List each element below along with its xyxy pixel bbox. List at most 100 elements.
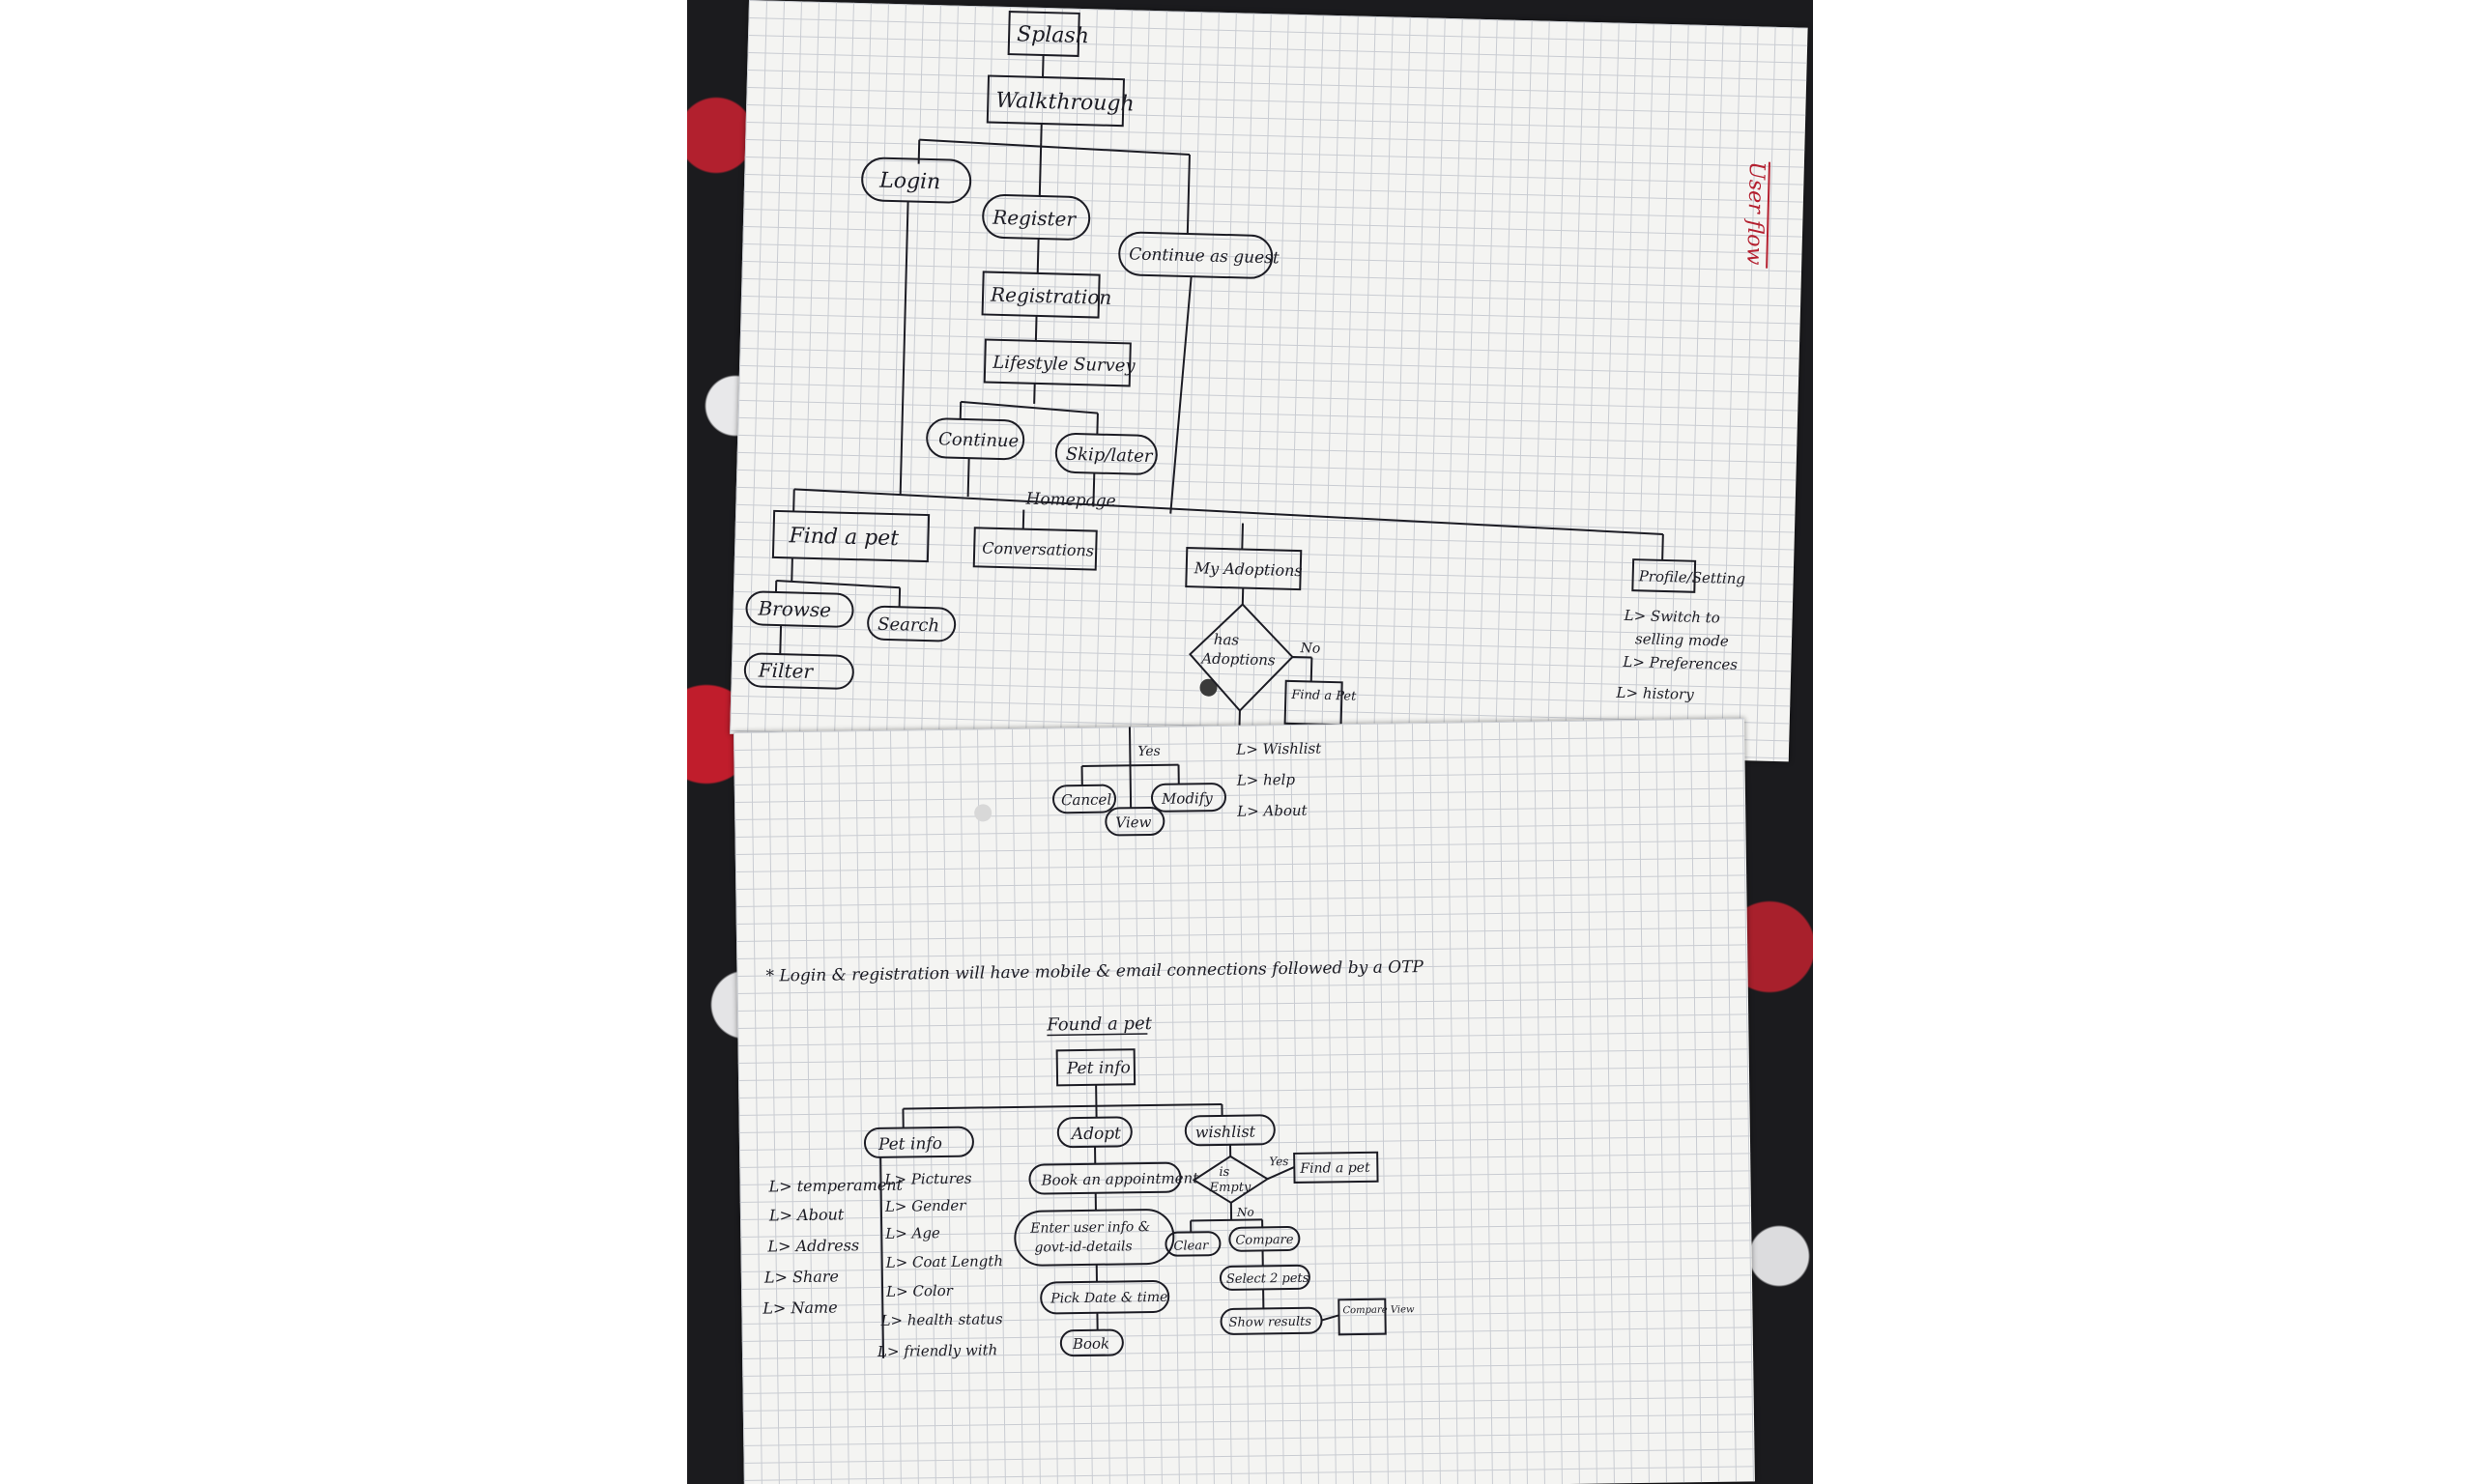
select-pets-node <box>1219 1264 1310 1291</box>
profile-node <box>1631 558 1697 593</box>
view-node <box>1105 806 1165 837</box>
user-flow-title: User flow <box>1741 161 1769 266</box>
profile-item-1: L> Switch to <box>1623 607 1720 627</box>
find-pet-label: Find a pet <box>788 524 899 551</box>
registration-label: Registration <box>990 283 1112 309</box>
select-pets-label: Select 2 pets <box>1226 1271 1309 1287</box>
filter-label: Filter <box>758 658 815 683</box>
browse-node <box>745 590 854 628</box>
profile-item-6: L> help <box>1236 771 1296 789</box>
filter-node <box>743 652 854 690</box>
book-label: Book <box>1072 1335 1109 1354</box>
search-node <box>867 605 957 642</box>
compare-view-node <box>1338 1298 1387 1336</box>
lifestyle-label: Lifestyle Survey <box>992 353 1136 377</box>
search-label: Search <box>877 614 940 637</box>
conversations-label: Conversations <box>982 539 1094 560</box>
continue-node <box>926 417 1025 461</box>
profile-item-5: L> Wishlist <box>1235 739 1322 757</box>
walkthrough-node <box>986 74 1126 128</box>
user-flow-diagram: User flow Splash Walkthrough Login Regis… <box>743 11 1770 748</box>
is-label: is <box>1219 1165 1229 1180</box>
pet-info-item-5: L> Color <box>885 1282 954 1300</box>
compare-label: Compare <box>1235 1233 1294 1248</box>
wishlist-node <box>1184 1114 1276 1147</box>
found-a-pet-diagram: Yes Cancel Modify View L> Wishlist L> he… <box>762 727 1424 1360</box>
cancel-label: Cancel <box>1061 791 1112 810</box>
show-results-label: Show results <box>1228 1315 1311 1330</box>
pet-info-box-label: Pet info <box>1066 1058 1131 1078</box>
adopt-node <box>1056 1116 1133 1149</box>
profile-item-4: L> history <box>1615 684 1694 703</box>
homepage-label: Homepage <box>1024 490 1116 511</box>
is-empty-decision <box>1192 1155 1270 1205</box>
pet-info-item-6: L> health status <box>879 1310 1003 1329</box>
pet-info-label: Pet info <box>877 1134 942 1155</box>
compare-node <box>1228 1226 1301 1252</box>
compare-view-label: Compare View <box>1342 1304 1415 1316</box>
pet-info-node <box>863 1126 974 1158</box>
adoptions-label: Adoptions <box>1199 649 1276 669</box>
find-a-pet-label: Find a pet <box>1299 1160 1370 1177</box>
pet-info-item-7: L> friendly with <box>877 1341 998 1360</box>
continue-label: Continue <box>938 429 1020 451</box>
guest-node <box>1118 231 1274 279</box>
book-appointment-node <box>1028 1161 1182 1195</box>
clear-label: Clear <box>1173 1239 1209 1254</box>
pet-info-item-1: L> Pictures <box>883 1170 972 1188</box>
left-item-2: L> About <box>768 1205 845 1224</box>
adopt-label: Adopt <box>1070 1124 1122 1144</box>
pick-date-label: Pick Date & time <box>1050 1290 1167 1307</box>
profile-item-2: selling mode <box>1635 630 1729 650</box>
pet-info-item-2: L> Gender <box>884 1197 967 1215</box>
left-item-3: L> Address <box>766 1236 859 1255</box>
enter-info-label-2: govt-id-details <box>1034 1239 1132 1255</box>
splash-label: Splash <box>1017 22 1089 48</box>
lifestyle-node <box>983 338 1132 387</box>
profile-item-3: L> Preferences <box>1622 653 1738 673</box>
book-appointment-label: Book an appointment <box>1040 1169 1199 1188</box>
wishlist-label: wishlist <box>1195 1122 1256 1141</box>
find-a-pet-node <box>1293 1151 1379 1184</box>
modify-node <box>1150 783 1226 813</box>
register-node <box>982 193 1091 241</box>
wishlist-yes-label: Yes <box>1269 1155 1288 1168</box>
left-item-5: L> Name <box>762 1298 838 1318</box>
view-label: View <box>1115 813 1151 832</box>
modify-label: Modify <box>1161 789 1214 808</box>
pet-info-item-3: L> Age <box>884 1224 940 1242</box>
my-adoptions-label: My Adoptions <box>1194 558 1303 580</box>
guest-label: Continue as guest <box>1129 244 1280 268</box>
find-pet-node <box>771 509 931 563</box>
top-page: User flow Splash Walkthrough Login Regis… <box>730 0 1808 762</box>
cancel-node <box>1051 784 1116 814</box>
registration-node <box>981 271 1101 319</box>
enter-info-label-1: Enter user info & <box>1029 1219 1150 1237</box>
clear-node <box>1165 1231 1222 1257</box>
register-label: Register <box>992 206 1078 231</box>
no-label: No <box>1299 641 1320 657</box>
browse-label: Browse <box>757 596 831 621</box>
profile-label: Profile/Setting <box>1637 567 1745 587</box>
bottom-page: Yes Cancel Modify View L> Wishlist L> he… <box>734 718 1755 1484</box>
empty-label: Empty <box>1209 1181 1252 1196</box>
notebook-photo: User flow Splash Walkthrough Login Regis… <box>687 0 1813 1484</box>
pick-date-node <box>1040 1279 1170 1315</box>
walkthrough-label: Walkthrough <box>995 89 1135 117</box>
find-a-pet-box-label: Find a Pet <box>1290 688 1357 704</box>
has-label: has <box>1214 631 1240 649</box>
left-item-1: L> temperament <box>767 1176 903 1196</box>
left-item-4: L> Share <box>763 1268 839 1287</box>
yes-label: Yes <box>1137 744 1161 759</box>
conversations-node <box>972 527 1098 571</box>
book-node <box>1059 1328 1124 1357</box>
skip-node <box>1054 433 1158 475</box>
login-node <box>861 157 972 204</box>
registration-note: * Login & registration will have mobile … <box>765 957 1424 986</box>
profile-item-7: L> About <box>1236 802 1309 820</box>
pet-info-item-4: L> Coat Length <box>885 1252 1004 1271</box>
wishlist-no-label: No <box>1236 1206 1254 1219</box>
skip-label: Skip/later <box>1066 444 1154 467</box>
found-a-pet-title: Found a pet <box>1046 1013 1153 1036</box>
login-label: Login <box>878 169 941 195</box>
